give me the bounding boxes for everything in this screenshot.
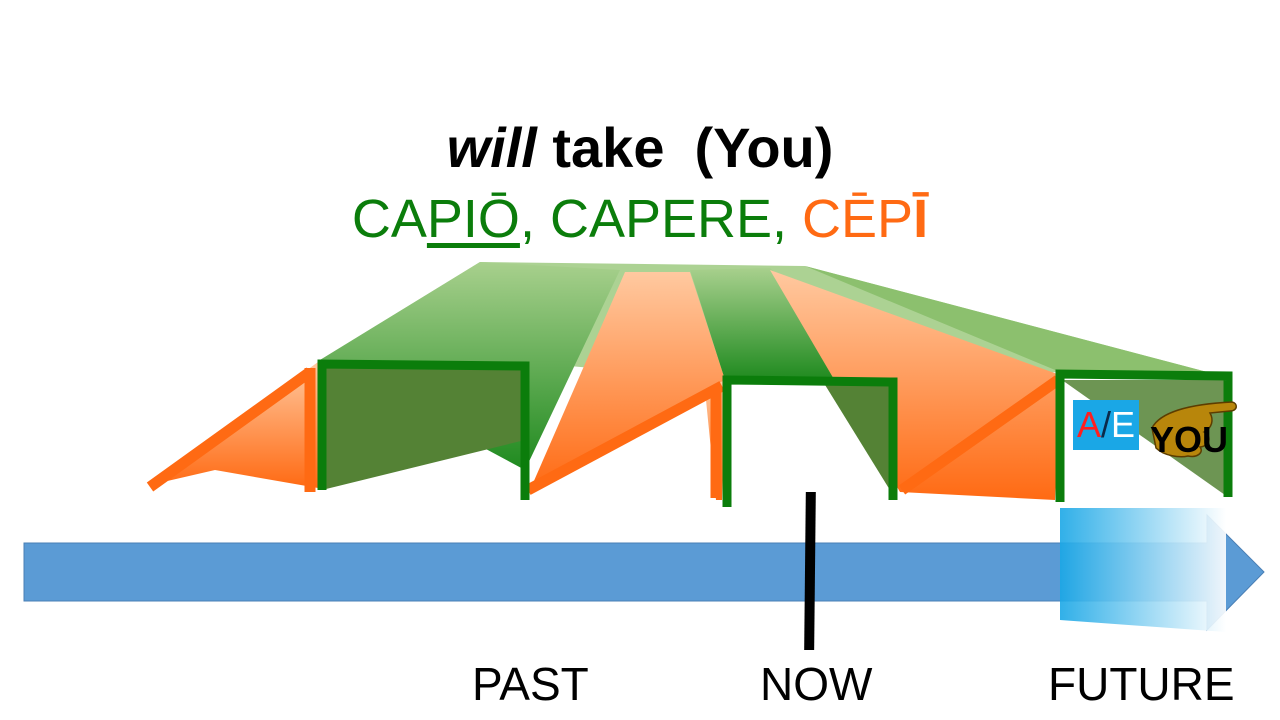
ending-box: A/E bbox=[1073, 400, 1139, 450]
ending-e: E bbox=[1111, 404, 1136, 445]
timeline-label-future: FUTURE bbox=[1048, 658, 1235, 710]
part3-ending: Ī bbox=[913, 189, 929, 249]
green-box-past bbox=[317, 359, 530, 500]
green-box-future bbox=[1055, 369, 1233, 502]
part2: CAPERE bbox=[549, 189, 773, 249]
green-box-now-fill bbox=[822, 380, 893, 495]
separator-1: , bbox=[519, 189, 550, 249]
green-ribbon-3 bbox=[805, 266, 1230, 378]
person-tag: YOU bbox=[1150, 419, 1229, 460]
orange-line-5 bbox=[898, 375, 1062, 495]
timeline-label-now: NOW bbox=[760, 658, 873, 710]
now-marker bbox=[804, 491, 816, 651]
orange-ramp-2 bbox=[530, 272, 725, 490]
page-title: will take (You) bbox=[0, 112, 1280, 184]
tense-word: will bbox=[446, 116, 537, 179]
pointing-hand-icon bbox=[1151, 401, 1237, 458]
orange-line-3 bbox=[525, 381, 725, 495]
timeline-label-past: PAST bbox=[472, 658, 589, 710]
green-box-past-fill bbox=[322, 364, 525, 490]
principal-parts: CAPIŌ, CAPERE, CĒPĪ bbox=[0, 186, 1280, 252]
green-box-now bbox=[722, 375, 898, 507]
verb-word: take bbox=[552, 116, 665, 179]
future-highlight bbox=[1060, 508, 1226, 632]
separator-2: , bbox=[772, 189, 803, 249]
person-label: (You) bbox=[694, 116, 834, 179]
orange-ramp-4 bbox=[770, 270, 1060, 500]
orange-line-1 bbox=[146, 367, 314, 492]
ending-separator: / bbox=[1100, 404, 1111, 445]
part3-prefix: CĒP bbox=[802, 189, 914, 249]
part1-stem: PIŌ bbox=[426, 189, 520, 249]
part1-prefix: CA bbox=[351, 189, 427, 249]
ending-a: A bbox=[1076, 404, 1101, 445]
